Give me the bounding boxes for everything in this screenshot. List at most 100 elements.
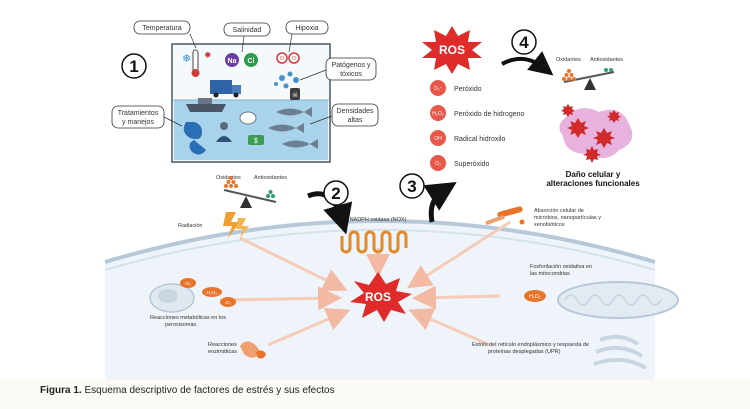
substrate-icon xyxy=(256,350,266,359)
lightning-icon xyxy=(223,212,240,238)
thermometer-icon xyxy=(192,49,199,73)
skull-icon: ☠ xyxy=(292,91,298,99)
panel4-antioxidants: Antioxidantes xyxy=(590,57,623,63)
oxygen-label-1: O xyxy=(280,56,284,62)
mol-o2b-label: O₂ xyxy=(225,300,231,305)
absorption-line1: Absorción celular de xyxy=(534,208,584,214)
absorption-line2: microbios, nanopartículas y xyxy=(534,215,601,221)
label-hypoxia-text: Hipoxia xyxy=(295,25,318,32)
damage-line2: alteraciones funcionales xyxy=(546,179,640,188)
panel-1-stress-factors: ❄ ✹ Na Cl O O ☠ $ xyxy=(111,20,379,163)
truck-icon xyxy=(210,80,232,94)
chloride-icon xyxy=(244,53,258,67)
enzymatic-source: Reacciones enzimáticas xyxy=(208,341,266,359)
species-label-1: Peróxido xyxy=(454,86,482,93)
label-salinity-text: Salinidad xyxy=(233,27,262,34)
panel2-antioxidants: Antioxidantes xyxy=(254,175,287,181)
truck-cab xyxy=(232,85,241,94)
arrow-mitochondria xyxy=(412,285,501,310)
panel4-oxidants: Oxidantes xyxy=(556,57,581,63)
label-salinity: Salinidad xyxy=(223,22,271,37)
species-label-4: Superóxido xyxy=(454,161,490,168)
absorption-line3: xenobióticos xyxy=(534,222,565,228)
toxin-icon xyxy=(290,88,300,100)
phosphorylation-line2: las mitocondrias xyxy=(530,271,570,277)
species-symbol-4: O₂ xyxy=(435,161,441,167)
label-density-box xyxy=(331,103,379,127)
label-temperature: Temperatura xyxy=(133,20,191,35)
label-salinity-box xyxy=(223,22,271,37)
label-density-line1: Densidades xyxy=(337,108,374,115)
species-label-3: Radical hidroxilo xyxy=(454,136,505,143)
liver-icon xyxy=(189,140,206,155)
worker-body-icon xyxy=(216,136,232,142)
panel-3-ros-species: ROS O₂⁻ Peróxido H₂O₂ Peróxido de hidrog… xyxy=(399,26,525,223)
oxidant-pile-icon xyxy=(224,176,238,188)
fish-group-icon xyxy=(268,107,318,149)
boat-icon xyxy=(186,104,226,112)
sun-icon: ✹ xyxy=(204,50,212,60)
microbe-icon xyxy=(497,206,523,218)
panel4-fulcrum-icon xyxy=(584,78,596,90)
metabolic-line1: Reacciones metabólicas en los xyxy=(150,315,226,321)
pill-icon xyxy=(239,111,257,125)
species-symbol-3: OH xyxy=(434,136,442,142)
label-pathogens-line2: tóxicos xyxy=(340,71,362,78)
peroxisome-source: O₂ H₂O₂ O₂ Reacciones metabólicas en los… xyxy=(149,278,236,328)
peroxisome-core xyxy=(158,289,178,303)
step-4-circle xyxy=(511,29,537,55)
absorption-source: Absorción celular de microbios, nanopart… xyxy=(485,206,601,228)
pathogens-icon xyxy=(274,71,299,89)
ros-title: ROS xyxy=(439,43,465,57)
pathogens-pointer xyxy=(299,69,327,81)
step-1-number: 1 xyxy=(129,57,138,76)
snowflake-icon: ❄ xyxy=(182,53,191,65)
arrow-absorption xyxy=(406,220,511,289)
enzymatic-line1: Reacciones xyxy=(208,342,237,348)
panel-4-damage: 4 Oxidantes Antioxidantes Daño celular y… xyxy=(501,29,640,188)
ros-burst-small-icons xyxy=(561,104,621,163)
stomach-icon xyxy=(183,122,202,140)
arrow-to-damage xyxy=(501,51,554,76)
step-2-number: 2 xyxy=(331,184,340,203)
species-icon-2 xyxy=(430,105,446,121)
label-pathogens-box xyxy=(325,57,377,81)
label-density: Densidades altas xyxy=(331,103,379,127)
antioxidant-pile-icon xyxy=(266,190,275,198)
species-icon-3 xyxy=(430,130,446,146)
treatments-pointer xyxy=(163,116,183,127)
label-hypoxia-box xyxy=(285,20,329,35)
arrow-er xyxy=(408,308,491,347)
oxygen-icon-1 xyxy=(276,52,288,64)
species-symbol-2: H₂O₂ xyxy=(432,111,443,117)
er-source: Estrés del retículo endoplásmico y respu… xyxy=(472,334,648,370)
money-symbol: $ xyxy=(254,138,258,145)
nox-label: NADPH oxidasa (NOX) xyxy=(350,217,407,223)
damage-line1: Daño celular y xyxy=(566,170,621,179)
mol-h2o2 xyxy=(202,287,222,297)
money-icon xyxy=(248,135,264,145)
label-temperature-box xyxy=(133,20,191,35)
figure-caption: Figura 1. Esquema descriptivo de factore… xyxy=(40,385,335,396)
arrow-from-cell xyxy=(423,182,457,223)
mol-h2o2-label: H₂O₂ xyxy=(207,290,217,295)
worker-head-icon xyxy=(220,122,228,130)
balance-beam-icon xyxy=(223,189,277,203)
step-4-number: 4 xyxy=(519,33,529,52)
central-ros-burst xyxy=(350,272,412,322)
salinity-pointer xyxy=(241,35,245,53)
central-ros-label: ROS xyxy=(365,290,391,304)
step-3-circle xyxy=(399,173,425,199)
step-2-circle xyxy=(323,180,349,206)
label-treatments-line2: y manejos xyxy=(122,119,154,126)
mol-o2-label: O₂ xyxy=(185,281,191,286)
arrow-enzymatic xyxy=(267,308,351,347)
density-pointer xyxy=(309,115,333,125)
species-list: O₂⁻ Peróxido H₂O₂ Peróxido de hidrogeno … xyxy=(430,80,525,171)
hypoxia-pointer xyxy=(288,33,293,53)
label-pathogens-line1: Patógenos y xyxy=(332,62,371,69)
arrow-radiation xyxy=(239,236,348,291)
xenobiotic-dot-icon xyxy=(519,219,525,225)
